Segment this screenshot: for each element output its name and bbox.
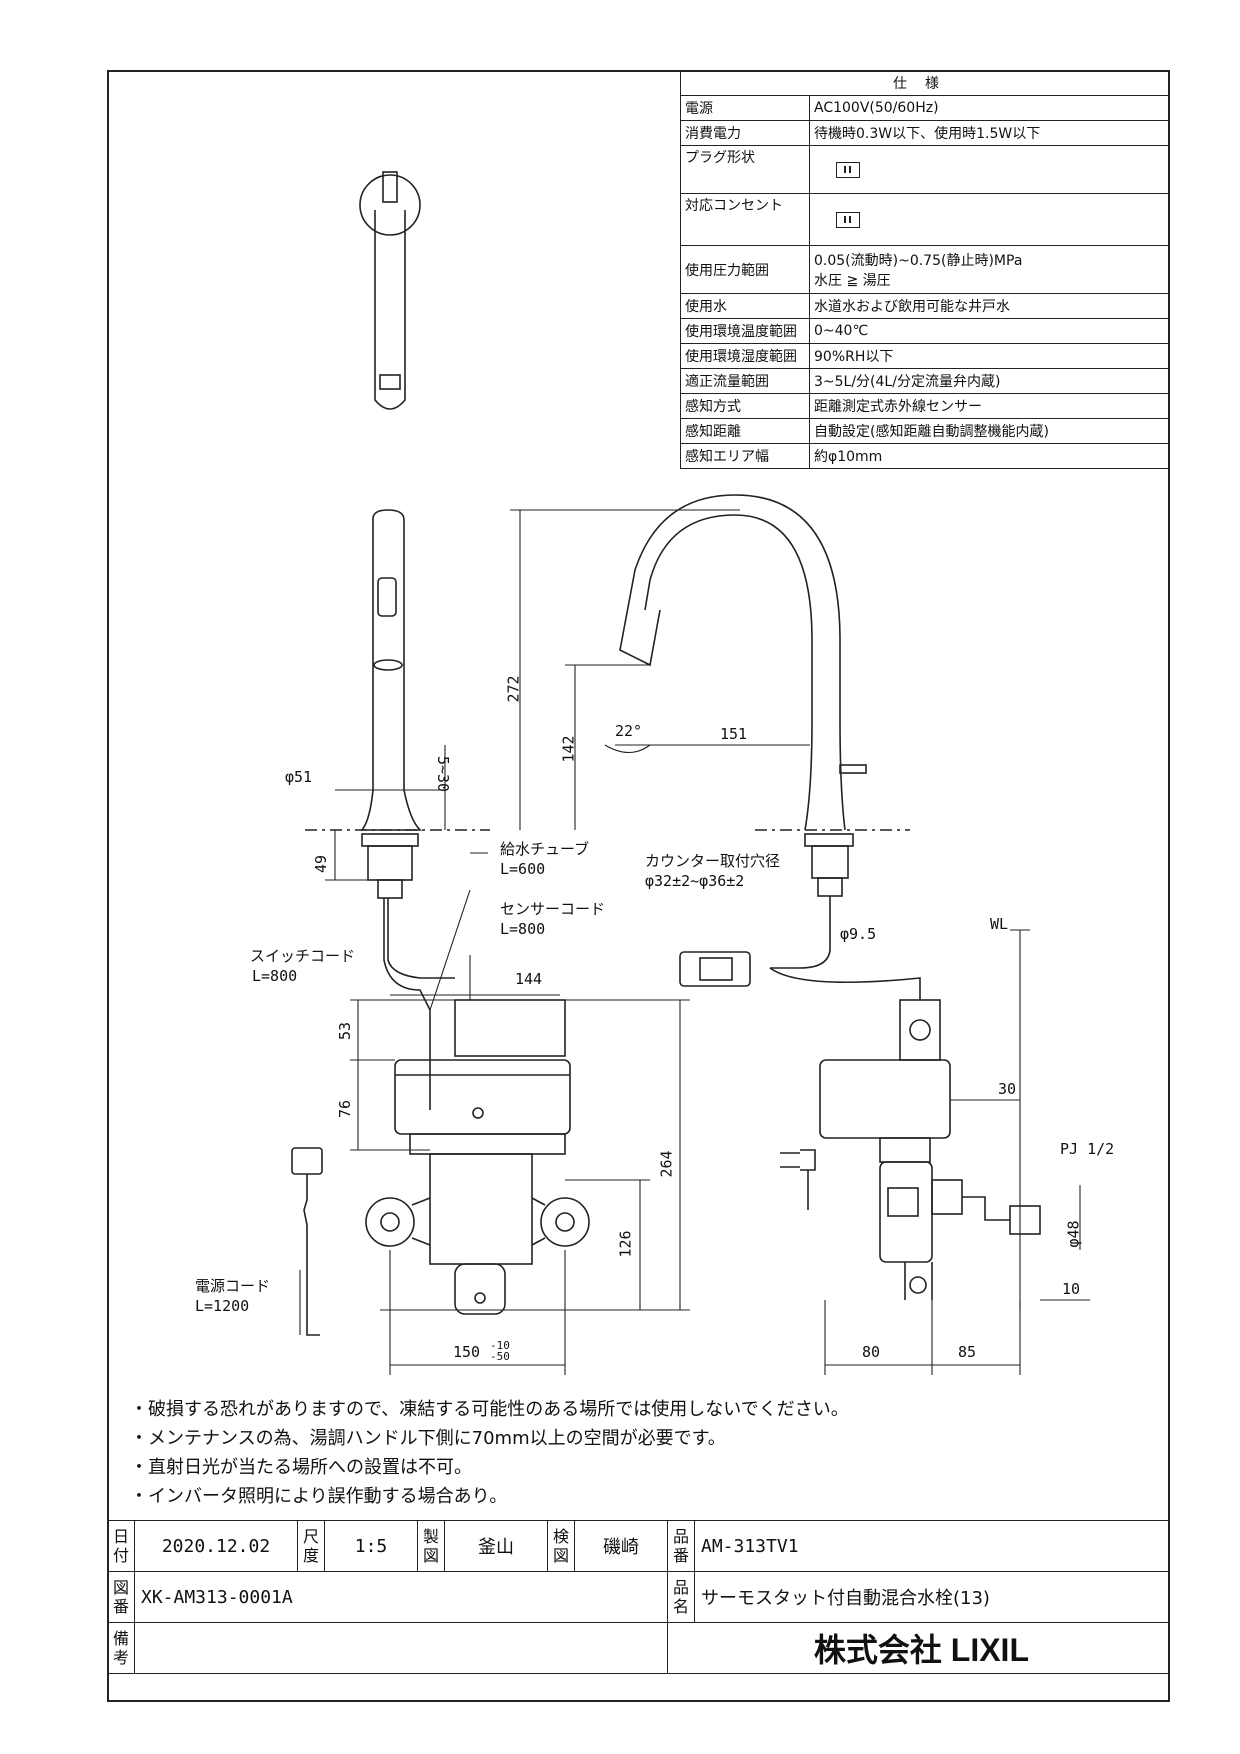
drawn-label: 製図: [417, 1520, 445, 1572]
counter-hole-label: カウンター取付穴径: [645, 852, 781, 870]
dim-150-tolerance: -10 -50: [490, 1339, 510, 1363]
dim-142: 142: [559, 735, 578, 763]
spec-key: 使用水: [680, 293, 810, 319]
water-level-mark: WL: [990, 915, 1009, 933]
dim-phi9-5: φ9.5: [840, 925, 877, 943]
sensor-cord-label: センサーコード: [500, 900, 606, 918]
spec-value: AC100V(50/60Hz): [809, 95, 1170, 121]
spec-key: 電源: [680, 95, 810, 121]
spec-header: 仕様: [680, 70, 1170, 96]
spec-value: 自動設定(感知距離自動調整機能内蔵): [809, 418, 1170, 444]
spec-value: 0~40℃: [809, 318, 1170, 344]
power-cord-length: L=1200: [195, 1297, 250, 1315]
check-label: 検図: [547, 1520, 575, 1572]
spec-value: 距離測定式赤外線センサー: [809, 393, 1170, 419]
remarks-label: 備考: [107, 1622, 135, 1674]
spec-value: 3~5L/分(4L/分定流量弁内蔵): [809, 368, 1170, 394]
notes: ・破損する恐れがありますので、凍結する可能性のある場所では使用しないでください。…: [130, 1395, 849, 1511]
dim-126: 126: [616, 1230, 635, 1258]
outlet-icon: [836, 211, 860, 228]
side-view-faucet: [619, 494, 1041, 1300]
note-item: ・直射日光が当たる場所への設置は不可。: [130, 1457, 472, 1478]
dim-76: 76: [336, 1099, 355, 1119]
sensor-cord-length: L=800: [500, 920, 546, 938]
name-label: 品名: [667, 1571, 695, 1623]
title-block: 日付 2020.12.02 尺度 1:5 製図 釜山 検図 磯崎 品番 AM-3…: [107, 1520, 1170, 1674]
plug-shape-cell: [809, 145, 1170, 194]
scale-value: 1:5: [324, 1520, 418, 1572]
spec-key: 使用環境温度範囲: [680, 318, 810, 344]
counter-hole-value: φ32±2~φ36±2: [645, 872, 745, 890]
dim-pj-1-2: PJ 1/2: [1060, 1140, 1115, 1158]
outlet-cell: [809, 193, 1170, 246]
date-label: 日付: [107, 1520, 135, 1572]
spec-key: 感知方式: [680, 393, 810, 419]
dim-85: 85: [958, 1343, 977, 1361]
dim-22deg: 22°: [615, 722, 643, 740]
drawno-label: 図番: [107, 1571, 135, 1623]
dimension-lines: [299, 509, 1090, 1375]
drawing-frame: [107, 70, 1170, 1702]
note-item: ・メンテナンスの為、湯調ハンドル下側に70mm以上の空間が必要です。: [130, 1428, 726, 1449]
dim-49: 49: [312, 854, 331, 874]
spec-key: 感知エリア幅: [680, 443, 810, 469]
dim-phi51: φ51: [285, 768, 313, 786]
supply-tube-length: L=600: [500, 860, 546, 878]
partno-label: 品番: [667, 1520, 695, 1572]
dim-272: 272: [504, 675, 523, 703]
front-view-faucet: [291, 509, 590, 1336]
remarks-value: [134, 1622, 668, 1674]
spec-value: 0.05(流動時)~0.75(静止時)MPa 水圧 ≧ 湯圧: [809, 245, 1170, 294]
dim-264: 264: [657, 1150, 676, 1178]
company-logo: 株式会社 LIXIL: [667, 1622, 1170, 1674]
spec-key: プラグ形状: [680, 145, 810, 194]
plug-icon: [836, 161, 860, 178]
dim-151: 151: [720, 725, 748, 743]
spec-value: 待機時0.3W以下、使用時1.5W以下: [809, 120, 1170, 146]
spec-key: 感知距離: [680, 418, 810, 444]
top-view: [359, 171, 421, 410]
name-value: サーモスタット付自動混合水栓(13): [694, 1571, 1170, 1623]
spec-key: 対応コンセント: [680, 193, 810, 246]
note-item: ・インバータ照明により誤作動する場合あり。: [130, 1486, 508, 1507]
dim-53: 53: [336, 1021, 355, 1041]
spec-value: 90%RH以下: [809, 343, 1170, 369]
partno-value: AM-313TV1: [694, 1520, 1170, 1572]
spec-key: 適正流量範囲: [680, 368, 810, 394]
pressure-range: 0.05(流動時)~0.75(静止時)MPa: [814, 252, 1023, 269]
switch-cord-label: スイッチコード: [250, 947, 356, 965]
spec-value: 約φ10mm: [809, 443, 1170, 469]
dim-144: 144: [515, 970, 543, 988]
dim-150: 150: [453, 1343, 481, 1361]
supply-tube-label: 給水チューブ: [500, 840, 590, 858]
dim-80: 80: [862, 1343, 881, 1361]
switch-cord-length: L=800: [252, 967, 298, 985]
spec-key: 使用環境湿度範囲: [680, 343, 810, 369]
dim-30: 30: [998, 1080, 1017, 1098]
dim-10: 10: [1062, 1280, 1081, 1298]
spec-key: 消費電力: [680, 120, 810, 146]
drawn-value: 釜山: [444, 1520, 548, 1572]
scale-label: 尺度: [297, 1520, 325, 1572]
pressure-note: 水圧 ≧ 湯圧: [814, 272, 891, 289]
drawno-value: XK-AM313-0001A: [134, 1571, 668, 1623]
spec-key: 使用圧力範囲: [680, 245, 810, 294]
dim-phi48: φ48: [1064, 1220, 1083, 1248]
date-value: 2020.12.02: [134, 1520, 298, 1572]
dim-5-30: 5~30: [434, 755, 453, 793]
power-cord-label: 電源コード: [195, 1277, 271, 1295]
spec-value: 水道水および飲用可能な井戸水: [809, 293, 1170, 319]
check-value: 磯崎: [574, 1520, 668, 1572]
note-item: ・破損する恐れがありますので、凍結する可能性のある場所では使用しないでください。: [130, 1399, 849, 1420]
